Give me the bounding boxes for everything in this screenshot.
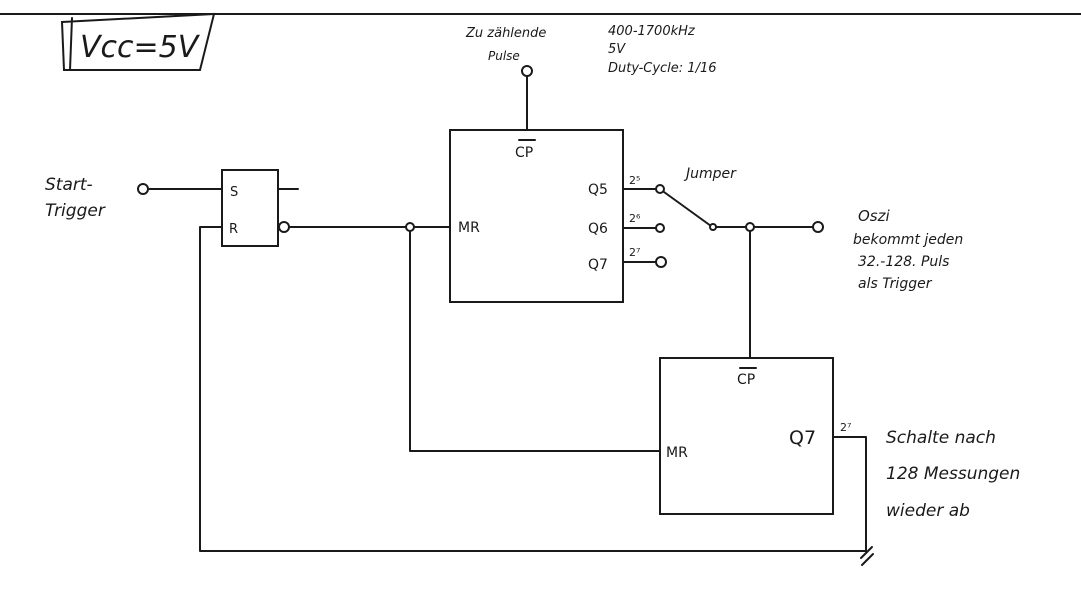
- junction-mr: [405, 222, 415, 232]
- mr-wire-2: [409, 230, 661, 452]
- counter1-pin-q6: Q6: [588, 221, 608, 237]
- oszi-line3: 32.-128. Puls: [858, 254, 949, 270]
- oszi-line2: bekommt jeden: [853, 232, 963, 248]
- counter1-q5-terminal: [655, 184, 665, 194]
- oszi-line1: Oszi: [858, 207, 890, 225]
- oszi-terminal: [812, 221, 824, 233]
- sr-flipflop: S R: [221, 169, 299, 247]
- note-line1: Schalte nach: [886, 428, 996, 448]
- start-trigger: Start- Trigger: [45, 175, 223, 221]
- feedback-wire: [199, 226, 867, 552]
- counter-2: CP MR Q7 2⁷: [659, 357, 851, 515]
- pulse-label-line2: Pulse: [488, 49, 520, 63]
- shutdown-note: Schalte nach 128 Messungen wieder ab: [886, 428, 1020, 521]
- counter1-exp-q6: 2⁶: [629, 212, 641, 225]
- pulse-label-line1: Zu zählende: [465, 26, 546, 41]
- counter1-q7-terminal: [655, 256, 667, 268]
- counter1-exp-q5: 2⁵: [629, 174, 640, 187]
- counter1-exp-q7: 2⁷: [629, 246, 640, 259]
- vcc-label-box: Vcc=5V: [60, 12, 216, 71]
- counter1-pin-cp: CP: [515, 145, 533, 161]
- counter2-pin-mr: MR: [666, 445, 688, 461]
- jumper-switch: Jumper: [663, 166, 737, 231]
- pulse-input: Zu zählende Pulse 400-1700kHz 5V Duty-Cy…: [465, 24, 717, 131]
- pulse-spec-line2: 5V: [608, 42, 626, 57]
- vcc-label: Vcc=5V: [80, 30, 201, 65]
- oszi-note: Oszi bekommt jeden 32.-128. Puls als Tri…: [853, 207, 963, 292]
- jumper-label: Jumper: [683, 166, 737, 182]
- start-trigger-line1: Start-: [45, 175, 93, 195]
- note-line2: 128 Messungen: [886, 464, 1020, 484]
- counter1-q6-terminal: [655, 223, 665, 233]
- start-trigger-terminal: [137, 183, 149, 195]
- counter1-body: [449, 129, 624, 303]
- pulse-spec-line1: 400-1700kHz: [608, 24, 696, 39]
- counter1-pin-q5: Q5: [588, 182, 608, 198]
- counter2-exp-q7: 2⁷: [840, 421, 851, 434]
- jumper-lever: [663, 191, 712, 227]
- counter2-pin-cp: CP: [737, 372, 755, 388]
- flipflop-body: [221, 169, 279, 247]
- note-line3: wieder ab: [886, 501, 970, 521]
- feedback-wire-mark-2: [861, 553, 874, 566]
- pulse-spec-line3: Duty-Cycle: 1/16: [608, 61, 717, 76]
- feedback-wire-mark-1: [860, 546, 873, 559]
- counter-1: CP MR Q5 Q6 Q7 2⁵ 2⁶ 2⁷: [449, 129, 667, 303]
- counter1-pin-q7: Q7: [588, 257, 608, 273]
- junction-cp2: [745, 222, 755, 232]
- flipflop-qbar-bubble: [278, 221, 290, 233]
- start-trigger-line2: Trigger: [45, 201, 106, 221]
- pulse-input-terminal: [521, 65, 533, 77]
- counter2-pin-q7: Q7: [789, 427, 816, 449]
- counter1-pin-mr: MR: [458, 220, 480, 236]
- flipflop-pin-r: R: [229, 222, 238, 237]
- flipflop-pin-s: S: [230, 185, 238, 200]
- oszi-line4: als Trigger: [858, 276, 933, 292]
